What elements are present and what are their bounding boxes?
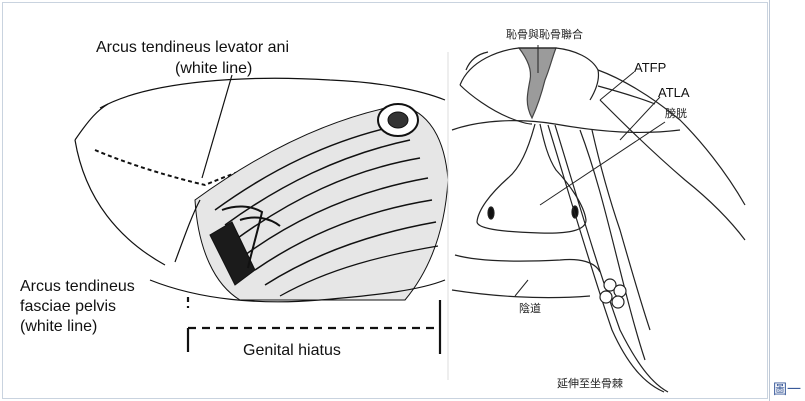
- left-anatomy-illustration: [75, 75, 448, 302]
- label-bladder: 膀胱: [665, 108, 687, 120]
- label-arcus-fasciae-line2: fasciae pelvis: [20, 298, 116, 316]
- label-arcus-fasciae-line3: (white line): [20, 318, 97, 336]
- label-extends-to-ischial-spine: 延伸至坐骨棘: [557, 378, 623, 390]
- label-arcus-levator-ani-line2: (white line): [175, 60, 252, 78]
- figure: Arcus tendineus levator ani (white line)…: [0, 0, 770, 401]
- label-pubic-symphysis: 恥骨與恥骨聯合: [506, 29, 583, 41]
- label-atfp: ATFP: [634, 61, 666, 76]
- right-anatomy-illustration: [452, 45, 745, 392]
- label-arcus-levator-ani-line1: Arcus tendineus levator ani: [96, 39, 289, 57]
- figure-caption: 圖一: [773, 379, 801, 399]
- label-vagina: 陰道: [519, 303, 541, 315]
- label-arcus-fasciae-line1: Arcus tendineus: [20, 278, 135, 296]
- label-atla: ATLA: [658, 86, 690, 101]
- label-genital-hiatus: Genital hiatus: [243, 342, 341, 360]
